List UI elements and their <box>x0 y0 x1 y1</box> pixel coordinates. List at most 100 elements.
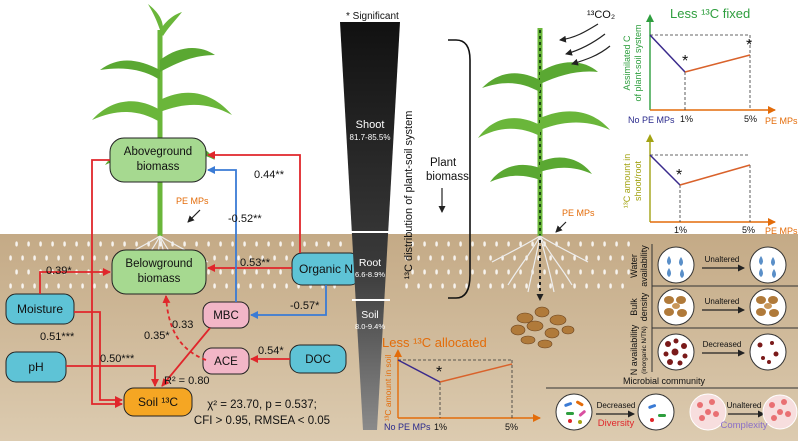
shoot-root-ylabel-line2: shoot/root <box>633 160 643 201</box>
arrow-mbc-to-soil <box>161 327 211 387</box>
microbes-after-icon <box>637 393 675 431</box>
fixed-x-no-pe: No PE MPs <box>628 115 675 125</box>
bulk-before-icon <box>657 288 695 326</box>
water-drops-before-icon <box>657 246 695 284</box>
soil-x-5: 5% <box>505 422 518 432</box>
arrow-moisture-to-soil <box>74 311 123 404</box>
co2-arrow-3 <box>571 45 611 66</box>
soil-label: Soil <box>361 309 379 321</box>
n-after-icon <box>749 333 787 371</box>
arrow-ace-to-below <box>162 295 207 361</box>
fixed-x-1: 1% <box>680 114 693 124</box>
n-label-line2: (inorganic N/TN) <box>641 326 648 374</box>
bulk-after-icon <box>749 288 787 326</box>
right-pe-mps-arrow <box>555 221 567 233</box>
fixed-ylabel-line1: Assimilated C <box>622 35 632 91</box>
less-fixed-title: Less ¹³C fixed <box>670 6 750 21</box>
soil-range: 8.0-9.4% <box>355 322 385 331</box>
distribution-axis-title: ¹³C distribution of plant-soil system <box>403 111 415 280</box>
complexity-change-label: Unaltered <box>727 401 762 410</box>
aboveground-node: Aboveground biomass <box>109 137 207 183</box>
arrow-mbc-to-above <box>207 166 237 302</box>
coef-orgn-mbc: -0.57* <box>290 300 320 312</box>
aboveground-label-line1: Aboveground <box>124 146 192 158</box>
coef-moisture-below: 0.39* <box>46 265 72 277</box>
fixed-chart: * * <box>646 14 776 114</box>
left-pe-mps-arrow <box>187 209 201 223</box>
fixed-ylabel-line2: of plant-soil system <box>633 24 643 101</box>
belowground-node: Belowground biomass <box>111 249 207 295</box>
r2-value: R² = 0.80 <box>164 375 210 387</box>
root-label: Root <box>359 257 381 269</box>
soil-x-1: 1% <box>434 422 447 432</box>
organic-n-label: Organic N <box>299 262 353 276</box>
arrow-above-to-soil <box>91 159 123 408</box>
ace-node: ACE <box>202 347 250 375</box>
coef-orgn-above: 0.44** <box>254 169 285 181</box>
arrow-ph-to-soil <box>66 365 159 387</box>
fixed-x-end: PE MPs <box>765 116 798 126</box>
soil-ylabel: ¹³C amount in soil <box>383 355 393 422</box>
coef-moisture-soil: 0.51*** <box>40 331 75 343</box>
soil-chart: * <box>394 349 541 422</box>
network-after-icon <box>762 394 798 430</box>
bulk-change-label: Unaltered <box>705 297 740 306</box>
shoot-root-ylabel-line1: ¹³C amount in <box>622 154 632 209</box>
complexity-label: Complexity <box>721 420 768 431</box>
soil13c-label: Soil ¹³C <box>138 395 178 409</box>
moisture-node: Moisture <box>5 293 75 325</box>
shoot-root-x-end: PE MPs <box>765 226 798 236</box>
svg-text:*: * <box>436 364 442 381</box>
svg-text:*: * <box>746 37 752 54</box>
belowground-label-line1: Belowground <box>125 258 192 270</box>
right-pe-mps-label: PE MPs <box>562 208 595 218</box>
plant-biomass-line2: biomass <box>426 171 469 183</box>
fit-statistics-line2: CFI > 0.95, RMSEA < 0.05 <box>194 415 330 427</box>
coef-mbc-soil: 0.35* <box>144 330 170 342</box>
arrow-moisture-to-below <box>39 268 111 294</box>
microbes-before-icon <box>555 393 593 431</box>
significance-legend: * Significant <box>346 11 399 22</box>
water-drops-after-icon <box>749 246 787 284</box>
right-plant-icon <box>478 28 610 301</box>
fixed-x-5: 5% <box>744 114 757 124</box>
co2-arrow-1 <box>559 23 599 43</box>
diversity-change-label: Decreased <box>597 401 636 410</box>
ph-node: pH <box>5 351 67 383</box>
shoot-range: 81.7-85.5% <box>350 133 391 142</box>
water-change-label: Unaltered <box>705 255 740 264</box>
shoot-root-x-5: 5% <box>742 225 755 235</box>
fit-statistics-line1: χ² = 23.70, p = 0.537; <box>207 399 317 411</box>
n-change-label: Decreased <box>703 340 742 349</box>
n-label-line1: N availability <box>629 324 639 375</box>
less-allocated-title: Less ¹³C allocated <box>382 335 487 350</box>
arrow-orgn-to-mbc <box>250 285 327 319</box>
arrow-orgn-to-above <box>207 151 301 253</box>
microbial-title: Microbial community <box>623 376 706 386</box>
coef-mbc-above: -0.52** <box>228 213 262 225</box>
ph-label: pH <box>28 360 43 374</box>
svg-text:*: * <box>676 167 682 184</box>
root-range: 6.6-8.9% <box>355 270 385 279</box>
bulk-label-line2: density <box>639 292 649 321</box>
n-before-icon <box>657 333 695 371</box>
ace-label: ACE <box>214 356 238 368</box>
soil-properties-panel <box>651 244 798 372</box>
coef-doc-ace: 0.54* <box>258 345 284 357</box>
belowground-label-line2: biomass <box>138 273 181 285</box>
coef-ace-below: 0.33 <box>172 319 193 331</box>
left-plant-icon <box>92 4 232 293</box>
doc-node: DOC <box>289 344 347 374</box>
co2-label: ¹³CO₂ <box>587 9 615 21</box>
mbc-label: MBC <box>213 310 239 322</box>
shoot-root-chart: * <box>646 134 776 226</box>
distribution-pyramid <box>340 22 400 430</box>
mbc-node: MBC <box>202 301 250 329</box>
shoot-label: Shoot <box>356 119 385 131</box>
plant-biomass-bracket <box>448 39 471 299</box>
coef-ph-soil: 0.50*** <box>100 353 135 365</box>
coef-orgn-below: 0.53** <box>240 257 271 269</box>
doc-label: DOC <box>305 354 331 366</box>
soil-aggregates-icon <box>510 306 575 349</box>
